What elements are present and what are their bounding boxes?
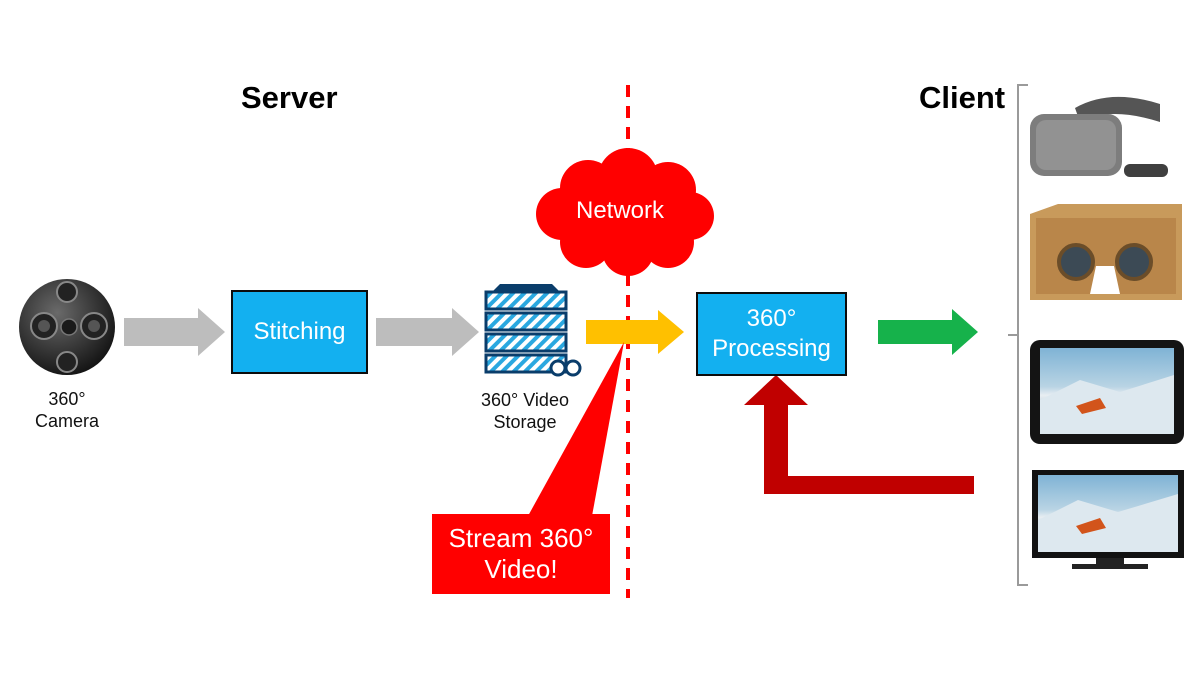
client-bracket bbox=[1008, 84, 1028, 586]
stitching-box: Stitching bbox=[231, 290, 368, 374]
tablet-icon bbox=[1030, 340, 1184, 444]
stream-callout: Stream 360° Video! bbox=[432, 514, 610, 594]
server-heading: Server bbox=[241, 80, 338, 115]
network-label: Network bbox=[575, 197, 665, 224]
television-icon bbox=[1032, 470, 1184, 569]
camera-360-icon bbox=[19, 279, 115, 375]
arrow-processing-to-client bbox=[878, 309, 978, 355]
camera-caption-line1: 360° bbox=[48, 389, 86, 409]
processing-box: 360° Processing bbox=[696, 292, 847, 376]
camera-caption-line2: Camera bbox=[34, 410, 100, 431]
storage-caption-line1: 360° Video bbox=[481, 390, 569, 410]
stream-callout-line1: Stream 360° bbox=[448, 522, 594, 553]
camera-caption: 360° Camera bbox=[17, 389, 117, 433]
callout-pointer bbox=[528, 342, 624, 516]
processing-label-line1: 360° bbox=[746, 305, 797, 332]
storage-caption: 360° Video Storage bbox=[465, 390, 585, 434]
cardboard-viewer-icon bbox=[1030, 204, 1182, 300]
storage-caption-line2: Storage bbox=[493, 411, 557, 432]
network-cloud bbox=[536, 148, 714, 276]
video-storage-icon bbox=[484, 284, 582, 377]
stream-callout-line2: Video! bbox=[484, 554, 558, 584]
arrow-storage-to-processing bbox=[586, 310, 684, 354]
arrow-camera-to-stitching bbox=[124, 308, 225, 356]
client-heading: Client bbox=[919, 80, 1006, 115]
feedback-arrow-client-to-processing bbox=[744, 375, 974, 494]
vr-headset-icon bbox=[1030, 96, 1168, 177]
arrow-stitching-to-storage bbox=[376, 308, 479, 356]
processing-label-line2: Processing bbox=[712, 335, 831, 362]
stitching-label: Stitching bbox=[253, 318, 346, 345]
